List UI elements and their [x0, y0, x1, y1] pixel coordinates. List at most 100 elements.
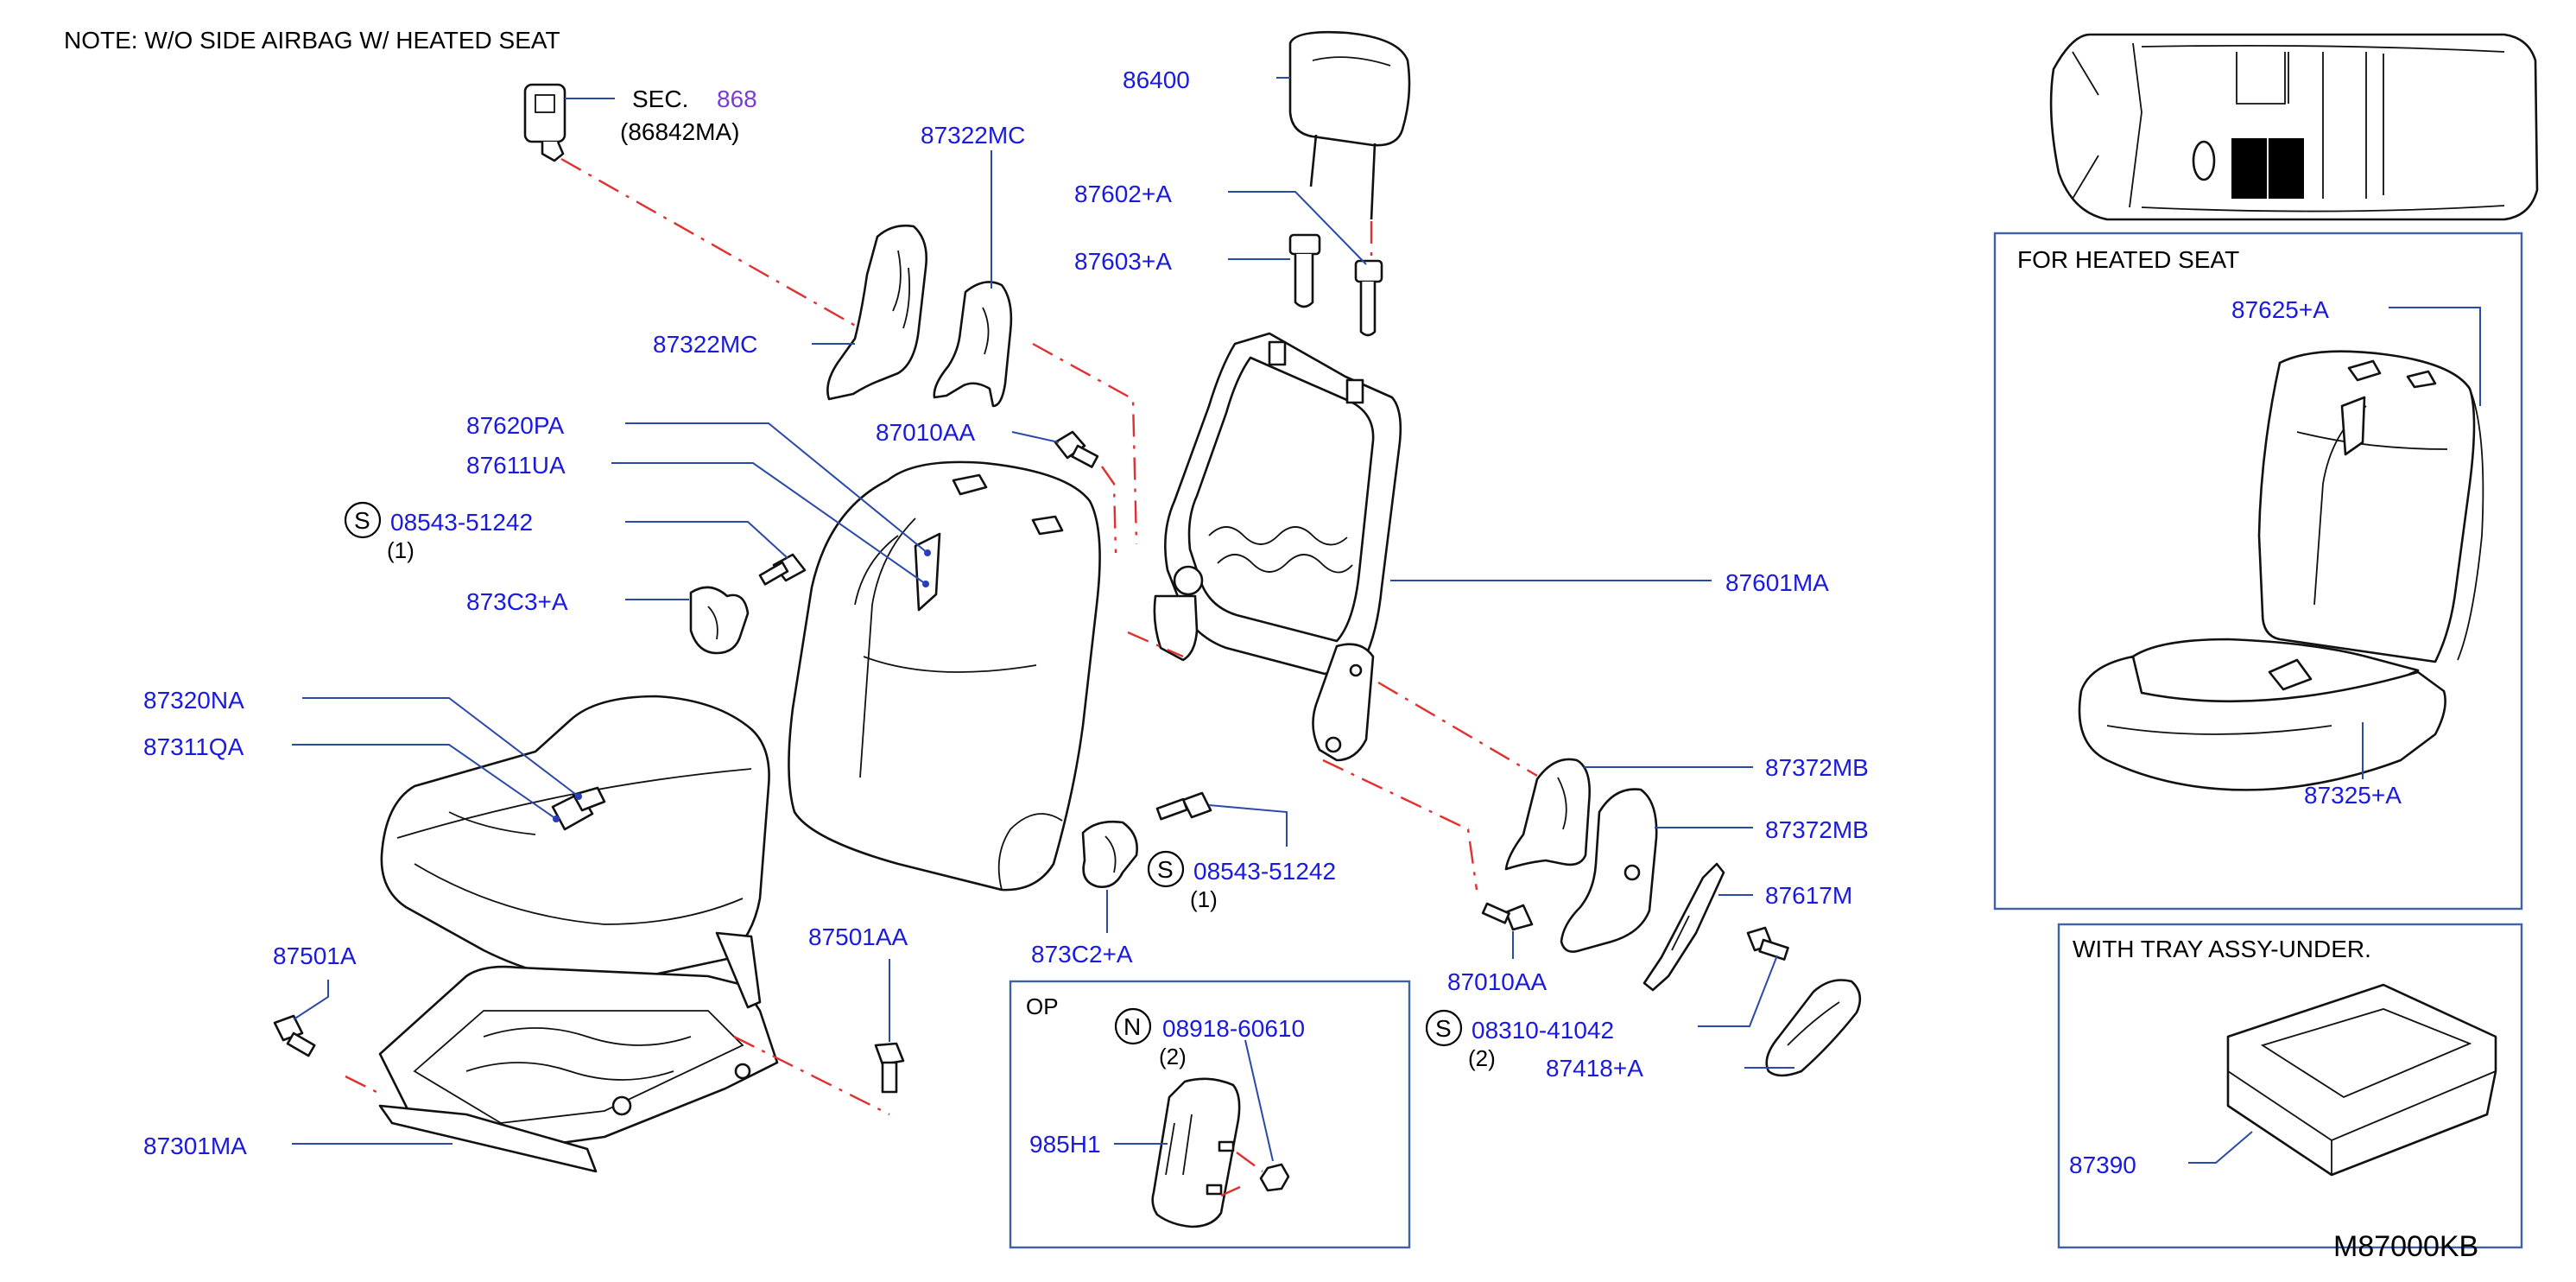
nut-n-dash-2 [1220, 1185, 1241, 1197]
trim-back-leader [611, 462, 927, 585]
holder-a-part [1354, 259, 1383, 337]
bolt-frame-leader [1011, 431, 1060, 443]
back-cover-inner-part [933, 281, 1013, 408]
finisher-a-part [1504, 758, 1591, 871]
n-symbol [1114, 1007, 1152, 1045]
heated-cushion-part [2078, 638, 2446, 791]
diagram-code: M87000KB [2333, 1230, 2478, 1263]
bolt-501a-dash [345, 1075, 381, 1095]
label-trim-cushion[interactable]: 87311QA [143, 733, 244, 760]
heated-seat-box [1993, 232, 2523, 911]
heated-back-part [2257, 350, 2484, 663]
s-symbol-1 [344, 501, 382, 539]
holder-b-part [1288, 233, 1321, 308]
label-bolt-s2-qty: (1) [1190, 886, 1218, 912]
tray-title: WITH TRAY ASSY-UNDER. [2073, 936, 2371, 962]
op-title: OP [1026, 993, 1059, 1019]
holder-a-leader [1228, 191, 1367, 265]
headrest-part [1288, 30, 1411, 220]
heated-seat-title: FOR HEATED SEAT [2017, 246, 2239, 273]
buckle-dash [560, 157, 873, 337]
label-tray[interactable]: 87390 [2069, 1152, 2136, 1178]
label-nut-n-code[interactable]: 08918-60610 [1162, 1015, 1305, 1042]
pad-cushion-leader [302, 697, 579, 797]
label-headrest[interactable]: 86400 [1123, 67, 1190, 93]
bolt-501a-leader [293, 980, 329, 1020]
label-seatback-frame[interactable]: 87601MA [1725, 569, 1829, 596]
nut-n-part [1259, 1163, 1290, 1192]
label-holder-a[interactable]: 87602+A [1074, 181, 1172, 207]
label-pad-cushion[interactable]: 87320NA [143, 687, 244, 714]
pad-back-leader [625, 422, 928, 554]
label-back-cover-upper[interactable]: 87322MC [921, 122, 1025, 149]
cover-c3-part [689, 586, 750, 655]
frame-right-dash [1377, 681, 1538, 777]
label-bolt-frame[interactable]: 87010AA [876, 419, 976, 446]
bolt-501a-part [273, 1014, 316, 1057]
bolt-frame-low-part [1481, 902, 1534, 931]
finisher-b-part [1560, 788, 1658, 953]
seatback-frame-part [1153, 332, 1402, 762]
frame-left-dash [1127, 631, 1184, 658]
bolt-s1-leader [625, 521, 788, 559]
bolt-s1-part [758, 553, 807, 586]
label-trim-back[interactable]: 87611UA [466, 452, 566, 479]
nut-n-dash [1236, 1152, 1263, 1172]
knob-part [1765, 979, 1862, 1077]
diagram-note: NOTE: W/O SIDE AIRBAG W/ HEATED SEAT [64, 27, 560, 54]
bolt-frame-part [1054, 430, 1099, 468]
label-knob[interactable]: 87418+A [1546, 1055, 1643, 1082]
bolt-s3-part [1746, 926, 1789, 961]
bolt-frame-dash [1101, 466, 1117, 554]
label-nut-n-qty: (2) [1159, 1044, 1187, 1069]
label-holder-b[interactable]: 87603+A [1074, 248, 1172, 275]
s-symbol-2-text: S [1157, 856, 1174, 883]
label-bolt-s1-code[interactable]: 08543-51242 [390, 509, 533, 536]
label-bolt-s2-code[interactable]: 08543-51242 [1193, 858, 1336, 885]
sec-part: (86842MA) [620, 118, 740, 145]
label-cover-c3[interactable]: 873C3+A [466, 588, 568, 615]
label-heater-unit[interactable]: 985H1 [1029, 1131, 1101, 1158]
s-symbol-3-text: S [1435, 1015, 1452, 1042]
trim-cushion-leader [292, 744, 557, 820]
n-symbol-text: N [1123, 1013, 1141, 1040]
tray-leader [2188, 1131, 2253, 1164]
sec-number-link[interactable]: 868 [717, 86, 757, 112]
seatbelt-buckle-part [523, 83, 566, 162]
label-heated-back[interactable]: 87625+A [2231, 296, 2329, 323]
s-symbol-3 [1425, 1009, 1463, 1047]
label-knob-bracket[interactable]: 87617M [1765, 882, 1852, 909]
op-box [1009, 980, 1411, 1249]
tray-part [2226, 983, 2497, 1177]
label-finisher-a[interactable]: 87372MB [1765, 754, 1869, 781]
label-bolt-s1-qty: (1) [387, 537, 415, 563]
bolt-s3-leader [1698, 955, 1778, 1027]
seat-cushion-part [380, 695, 770, 983]
nut-n-leader [1244, 1039, 1274, 1162]
knob-bracket-part [1642, 862, 1725, 992]
seat-cushion-frame-part [378, 931, 779, 1173]
frame-bottom-dash [1322, 758, 1478, 891]
heated-back-leader [2389, 307, 2481, 406]
tray-box [2057, 923, 2523, 1249]
bolt-501aa-part [874, 1042, 905, 1094]
bolt-501aa-dash [733, 1035, 890, 1116]
label-bolt-frame-low[interactable]: 87010AA [1447, 968, 1547, 995]
label-frame-cushion[interactable]: 87301MA [143, 1133, 247, 1159]
car-locator-part [2049, 33, 2539, 221]
label-bolt-501aa[interactable]: 87501AA [808, 923, 908, 950]
sec-prefix: SEC. [632, 86, 688, 112]
bolt-s2-part [1155, 791, 1212, 821]
seatback-pad-part [788, 460, 1101, 892]
label-cover-c2[interactable]: 873C2+A [1031, 941, 1133, 968]
label-back-cover-lower[interactable]: 87322MC [653, 331, 757, 358]
label-pad-back[interactable]: 87620PA [466, 412, 564, 439]
label-finisher-b[interactable]: 87372MB [1765, 816, 1869, 843]
label-bolt-s3-code[interactable]: 08310-41042 [1472, 1017, 1614, 1044]
bolt-s2-leader [1208, 804, 1288, 847]
s-symbol-1-text: S [354, 507, 370, 534]
s-symbol-2 [1147, 850, 1185, 888]
label-heated-cushion[interactable]: 87325+A [2304, 782, 2402, 809]
label-bolt-501a[interactable]: 87501A [273, 942, 357, 969]
